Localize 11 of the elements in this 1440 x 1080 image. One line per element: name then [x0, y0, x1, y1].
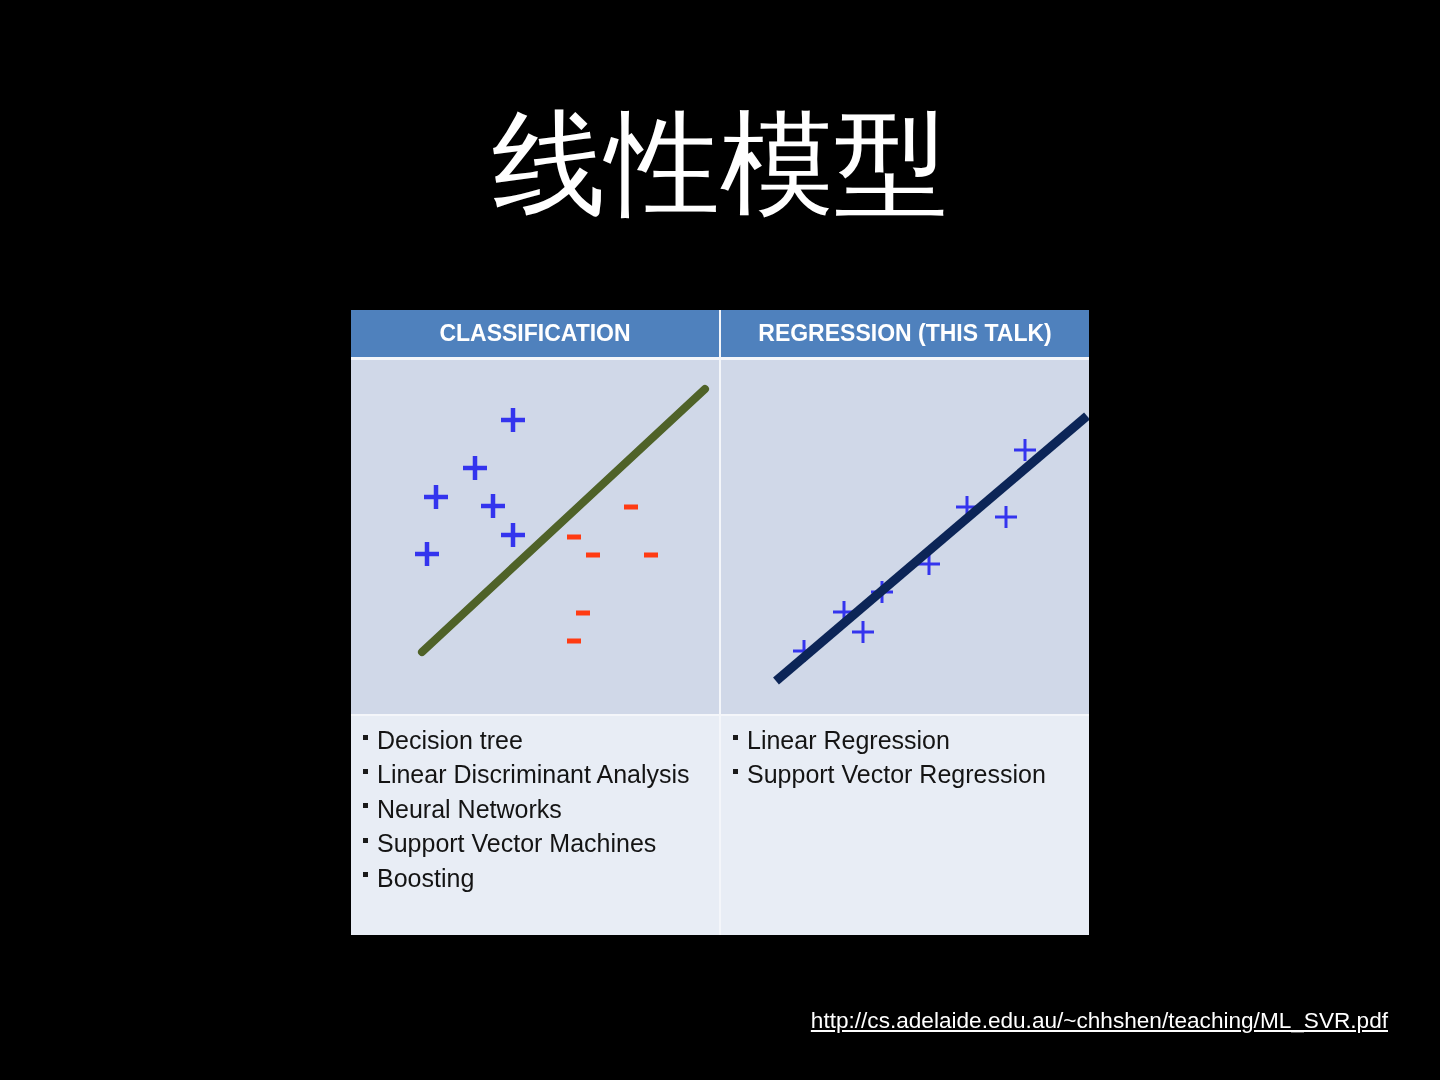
- list-item: Support Vector Machines: [377, 828, 657, 859]
- list-item: Linear Regression: [747, 725, 950, 755]
- column-header: REGRESSION (THIS TALK): [721, 310, 1089, 357]
- list-item: Decision tree: [377, 725, 523, 755]
- list-item: Support Vector Regression: [747, 759, 1046, 790]
- list-item: Neural Networks: [377, 793, 562, 824]
- source-link: http://cs.adelaide.edu.au/~chhshen/teaching/ML_SVR.pdf: [810, 1007, 1388, 1035]
- list-item: Boosting: [377, 862, 475, 893]
- column-header: CLASSIFICATION: [351, 310, 719, 357]
- slide-title: 线性模型: [492, 96, 948, 232]
- list-item: Linear Discriminant Analysis: [377, 759, 690, 790]
